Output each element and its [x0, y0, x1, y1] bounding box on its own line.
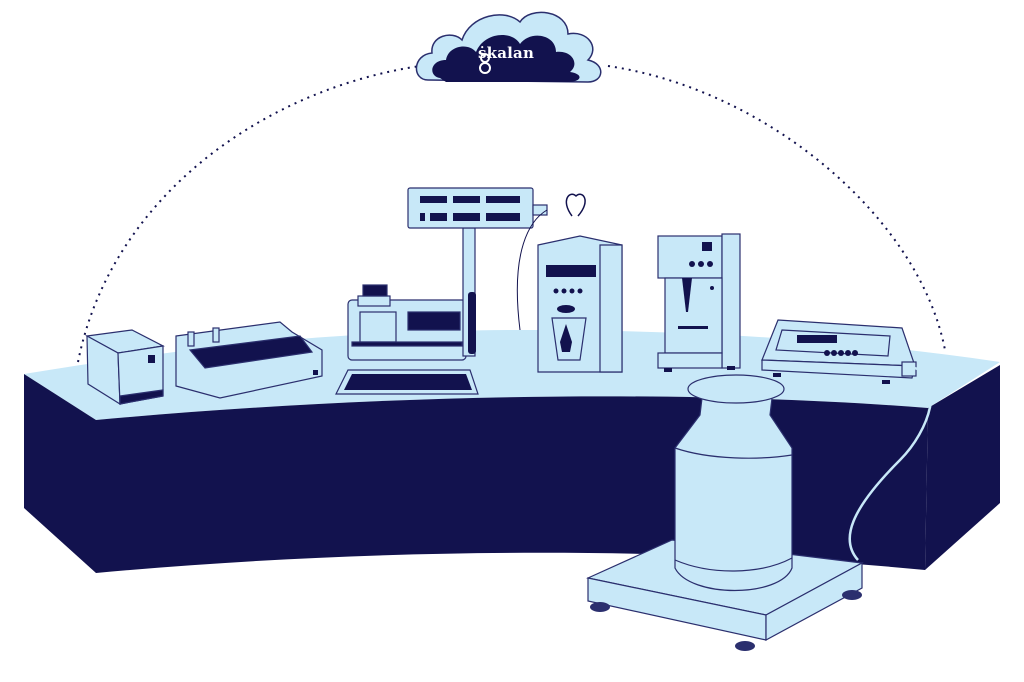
ups-box	[85, 329, 165, 406]
connection-arc-right	[607, 65, 946, 351]
sankalan-logo-icon	[479, 53, 491, 74]
milk-analyzer	[537, 193, 623, 373]
brand-name: ṡkalan	[478, 44, 535, 62]
connection-arc	[77, 65, 421, 363]
table-right	[925, 365, 1000, 570]
cloud-icon	[415, 11, 602, 83]
dot-matrix-printer	[175, 321, 323, 399]
table-left	[24, 374, 96, 573]
milk-stirrer	[657, 233, 741, 372]
pole-weighing-display	[407, 187, 548, 357]
table-front	[96, 396, 928, 573]
milk-can	[674, 374, 793, 591]
weighing-indicator	[761, 319, 933, 561]
billing-terminal	[347, 284, 467, 361]
keyboard	[335, 369, 479, 395]
